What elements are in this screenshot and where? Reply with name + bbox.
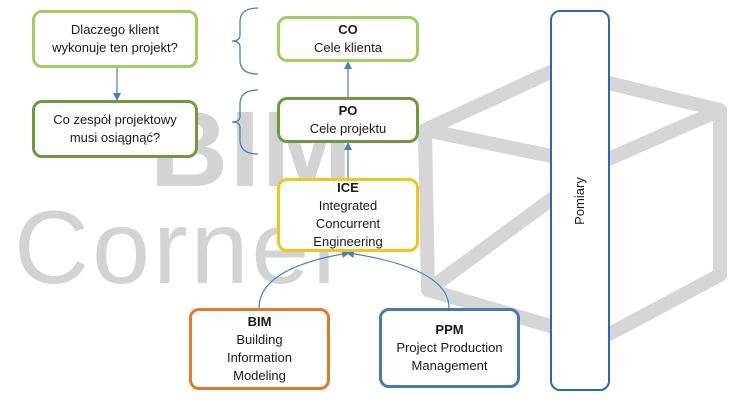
client-question-line1: Dlaczego klient	[70, 22, 160, 37]
po-subtitle: Cele projektu	[309, 121, 387, 136]
bim-line3: Modeling	[233, 368, 286, 383]
ice-line2: Concurrent	[315, 216, 381, 231]
box-ppm: PPM Project Production Management	[379, 308, 520, 388]
brace-co	[231, 7, 259, 75]
bim-line2: Information	[226, 350, 293, 365]
box-po: PO Cele projektu	[277, 97, 419, 143]
team-question-line2: musi osiągnąć?	[69, 130, 161, 145]
box-measurements: Pomiary	[550, 10, 610, 391]
client-question-line2: wykonuje ten projekt?	[52, 40, 178, 55]
box-ice: ICE Integrated Concurrent Engineering	[277, 178, 419, 252]
co-subtitle: Cele klienta	[314, 40, 382, 55]
team-question-line1: Co zespół projektowy	[53, 112, 177, 127]
ice-line1: Integrated	[318, 198, 378, 213]
co-title: CO	[338, 22, 358, 37]
ice-title: ICE	[337, 180, 359, 195]
ppm-line1: Project Production	[396, 340, 503, 355]
ppm-line2: Management	[411, 358, 488, 373]
bim-title: BIM	[247, 314, 272, 329]
box-client-question: Dlaczego klient wykonuje ten projekt?	[32, 10, 198, 68]
ppm-title: PPM	[435, 322, 464, 337]
box-bim: BIM Building Information Modeling	[189, 308, 330, 390]
bim-line1: Building	[236, 332, 283, 347]
box-co: CO Cele klienta	[277, 16, 419, 62]
ice-line3: Engineering	[313, 234, 383, 249]
measurements-label: Pomiary	[572, 176, 587, 225]
arrow-bim-to-ice	[258, 250, 350, 309]
box-team-question: Co zespół projektowy musi osiągnąć?	[32, 100, 198, 158]
po-title: PO	[338, 103, 358, 118]
brace-po	[231, 89, 259, 155]
arrow-ppm-to-ice	[346, 249, 450, 309]
